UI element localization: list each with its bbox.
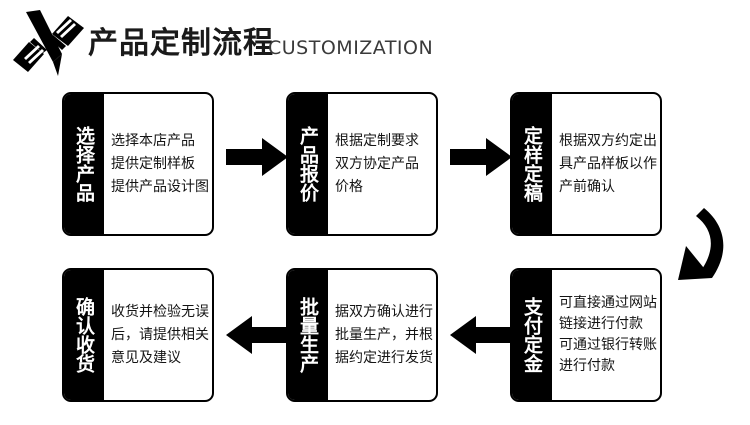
flow-step-3: 定样定稿 根据双方约定出 具产品样板以作 产前确认 (510, 92, 662, 236)
page-title: 产品定制流程 (88, 26, 274, 61)
arrow-left-icon (450, 316, 512, 354)
flow-step-5-body: 据双方确认进行 批量生产，并根 据约定进行发货 (328, 270, 436, 400)
flow-step-2-body: 根据定制要求 双方协定产品 价格 (328, 94, 436, 234)
flow-step-6-line-1: 收货并检验无误 (111, 303, 209, 320)
flow-step-2: 产品报价 根据定制要求 双方协定产品 价格 (286, 92, 438, 236)
flow-step-1-line-1: 选择本店产品 (111, 132, 195, 149)
arrow-left-icon (226, 316, 288, 354)
flow-step-3-body: 根据双方约定出 具产品样板以作 产前确认 (552, 94, 660, 234)
flow-step-5-line-3: 据约定进行发货 (335, 349, 433, 366)
flow-step-2-label: 产品报价 (288, 94, 328, 234)
flow-step-3-line-2: 具产品样板以作 (559, 155, 657, 172)
flow-step-5-line-1: 据双方确认进行 (335, 303, 433, 320)
flow-step-5: 批量生产 据双方确认进行 批量生产，并根 据约定进行发货 (286, 268, 438, 402)
arrow-curved-down-left-icon (660, 202, 742, 284)
flow-step-2-line-3: 价格 (335, 178, 363, 195)
flow-step-4-line-3: 可通过银行转账 (559, 337, 657, 353)
flow-step-2-line-1: 根据定制要求 (335, 132, 419, 149)
flow-step-1-line-3: 提供产品设计图 (111, 178, 209, 195)
flow-step-6: 确认收货 收货并检验无误 后，请提供相关 意见及建议 (62, 268, 214, 402)
flow-step-4-line-2: 链接进行付款 (559, 316, 643, 332)
flow-step-3-label: 定样定稿 (512, 94, 552, 234)
arrow-right-icon (226, 138, 288, 176)
page-header: 产品定制流程 CUSTOMIZATION (0, 0, 750, 88)
flow-step-4-body: 可直接通过网站 链接进行付款 可通过银行转账 进行付款 (552, 270, 660, 400)
flow-step-1-label: 选择产品 (64, 94, 104, 234)
flow-step-5-label: 批量生产 (288, 270, 328, 400)
pen-brush-icon (8, 8, 88, 80)
flow-step-4: 支付定金 可直接通过网站 链接进行付款 可通过银行转账 进行付款 (510, 268, 662, 402)
flow-step-6-label: 确认收货 (64, 270, 104, 400)
flow-step-4-line-4: 进行付款 (559, 358, 615, 374)
flow-step-3-line-3: 产前确认 (559, 178, 615, 195)
flow-step-1: 选择产品 选择本店产品 提供定制样板 提供产品设计图 (62, 92, 214, 236)
flow-step-6-line-2: 后，请提供相关 (111, 326, 209, 343)
flow-step-6-line-3: 意见及建议 (111, 349, 181, 366)
arrow-right-icon (450, 138, 512, 176)
flow-step-4-line-1: 可直接通过网站 (559, 295, 657, 311)
flow-step-1-body: 选择本店产品 提供定制样板 提供产品设计图 (104, 94, 212, 234)
page-subtitle: CUSTOMIZATION (268, 37, 434, 59)
flow-step-5-line-2: 批量生产，并根 (335, 326, 433, 343)
flow-step-3-line-1: 根据双方约定出 (559, 132, 657, 149)
flow-step-1-line-2: 提供定制样板 (111, 155, 195, 172)
flow-step-6-body: 收货并检验无误 后，请提供相关 意见及建议 (104, 270, 212, 400)
flow-step-2-line-2: 双方协定产品 (335, 155, 419, 172)
flow-step-4-label: 支付定金 (512, 270, 552, 400)
